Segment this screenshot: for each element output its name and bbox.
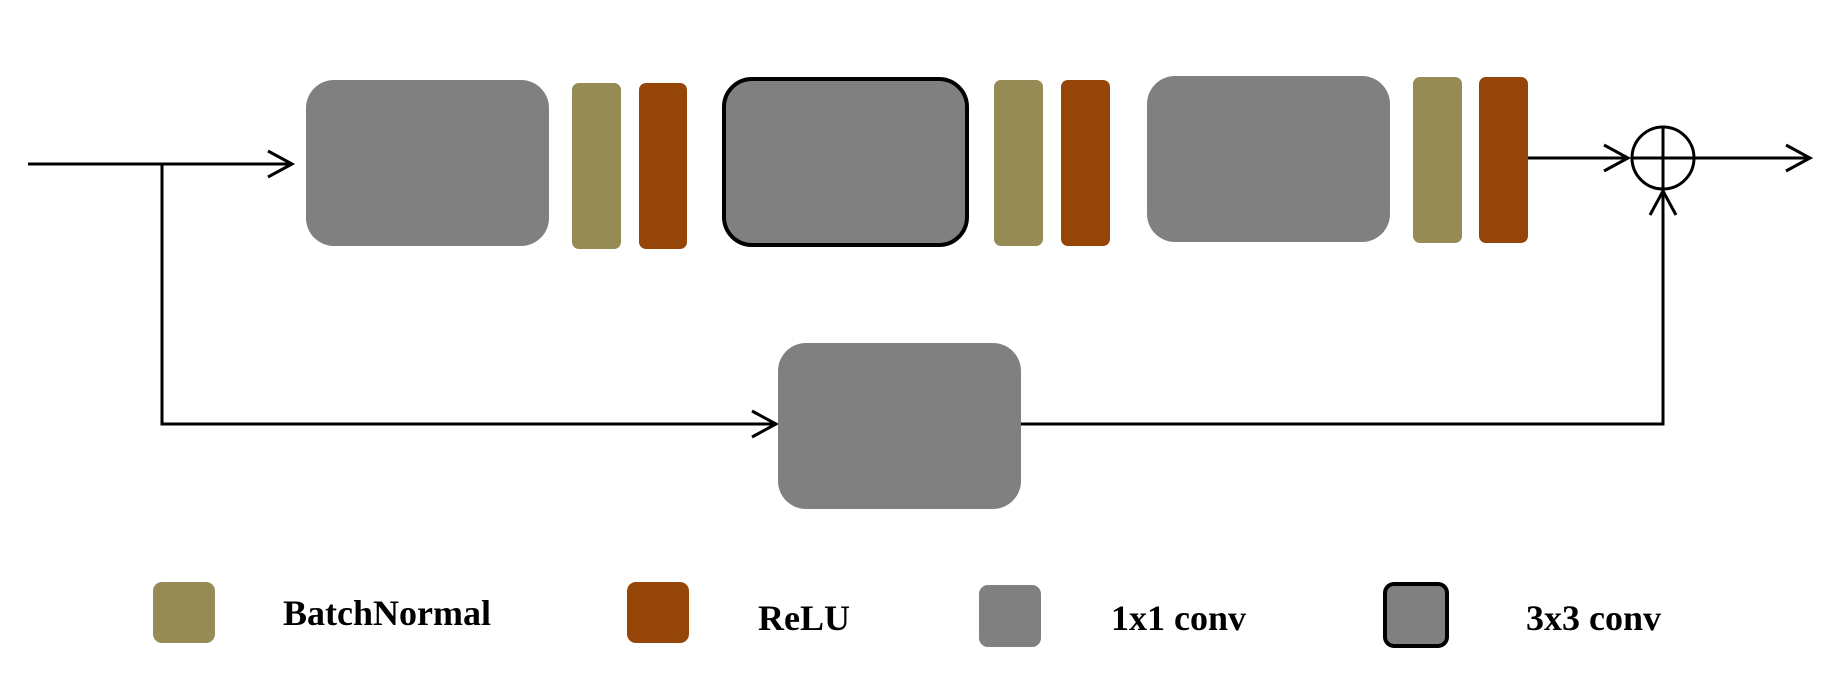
batchnorm-block-1 [572,83,621,249]
legend: BatchNormal ReLU 1x1 conv 3x3 conv [153,582,1661,648]
batchnorm-block-2 [994,80,1043,246]
shortcut-to-add [1018,187,1678,426]
connectors [28,143,1814,439]
relu-block-2 [1061,80,1110,246]
main-path [306,76,1528,249]
shortcut-path [778,343,1021,509]
relu-block-1 [639,83,687,249]
legend-relu-label: ReLU [758,598,850,638]
relu-block-3 [1479,77,1528,243]
legend-conv3x3-label: 3x3 conv [1526,598,1661,638]
batchnorm-block-3 [1413,77,1462,243]
add-icon [1630,125,1696,191]
legend-relu-swatch [627,582,689,643]
legend-conv3x3-swatch [1383,582,1449,648]
shortcut-conv1x1-block [778,343,1021,509]
conv1x1-block-2 [1147,76,1390,242]
conv1x1-block-1 [306,80,549,246]
conv3x3-block [722,77,969,247]
legend-batchnorm-label: BatchNormal [283,593,491,633]
legend-conv1x1-swatch [979,585,1041,647]
legend-conv1x1-label: 1x1 conv [1111,598,1246,638]
skip-branch-to-shortcut-conv [160,164,780,439]
legend-batchnorm-swatch [153,582,215,643]
